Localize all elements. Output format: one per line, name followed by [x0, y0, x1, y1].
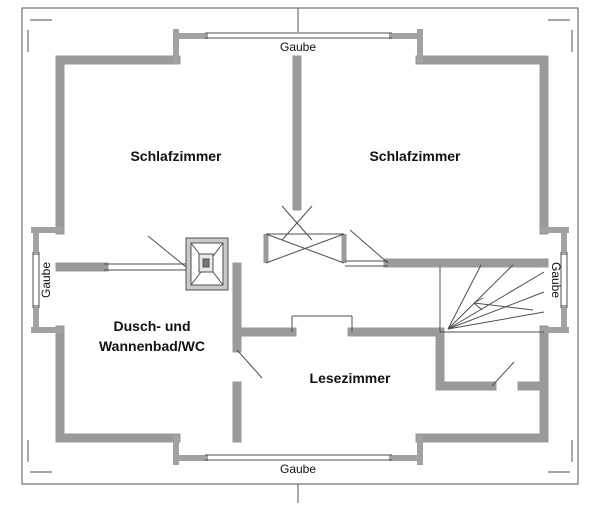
hall-closet-jambs	[263, 234, 347, 263]
label-bedroom-right: Schlafzimmer	[369, 148, 461, 164]
roof-frame	[21, 7, 579, 503]
label-gaube-bottom: Gaube	[280, 462, 316, 476]
chimney	[185, 237, 229, 291]
staircase	[439, 264, 545, 333]
label-gaube-left: Gaube	[39, 262, 53, 298]
walls	[55, 55, 549, 443]
label-reading-room: Lesezimmer	[310, 370, 391, 386]
label-gaube-right: Gaube	[549, 262, 563, 298]
label-bathroom-line2: Wannenbad/WC	[99, 338, 205, 354]
labels: Gaube Gaube Gaube Gaube Schlafzimmer Sch…	[39, 40, 563, 476]
label-bedroom-left: Schlafzimmer	[130, 148, 222, 164]
label-bathroom-line1: Dusch- und	[114, 318, 191, 334]
label-gaube-top: Gaube	[280, 40, 316, 54]
door-swings	[147, 229, 515, 387]
thin-lines	[32, 32, 568, 461]
dormer-walls	[31, 29, 569, 465]
